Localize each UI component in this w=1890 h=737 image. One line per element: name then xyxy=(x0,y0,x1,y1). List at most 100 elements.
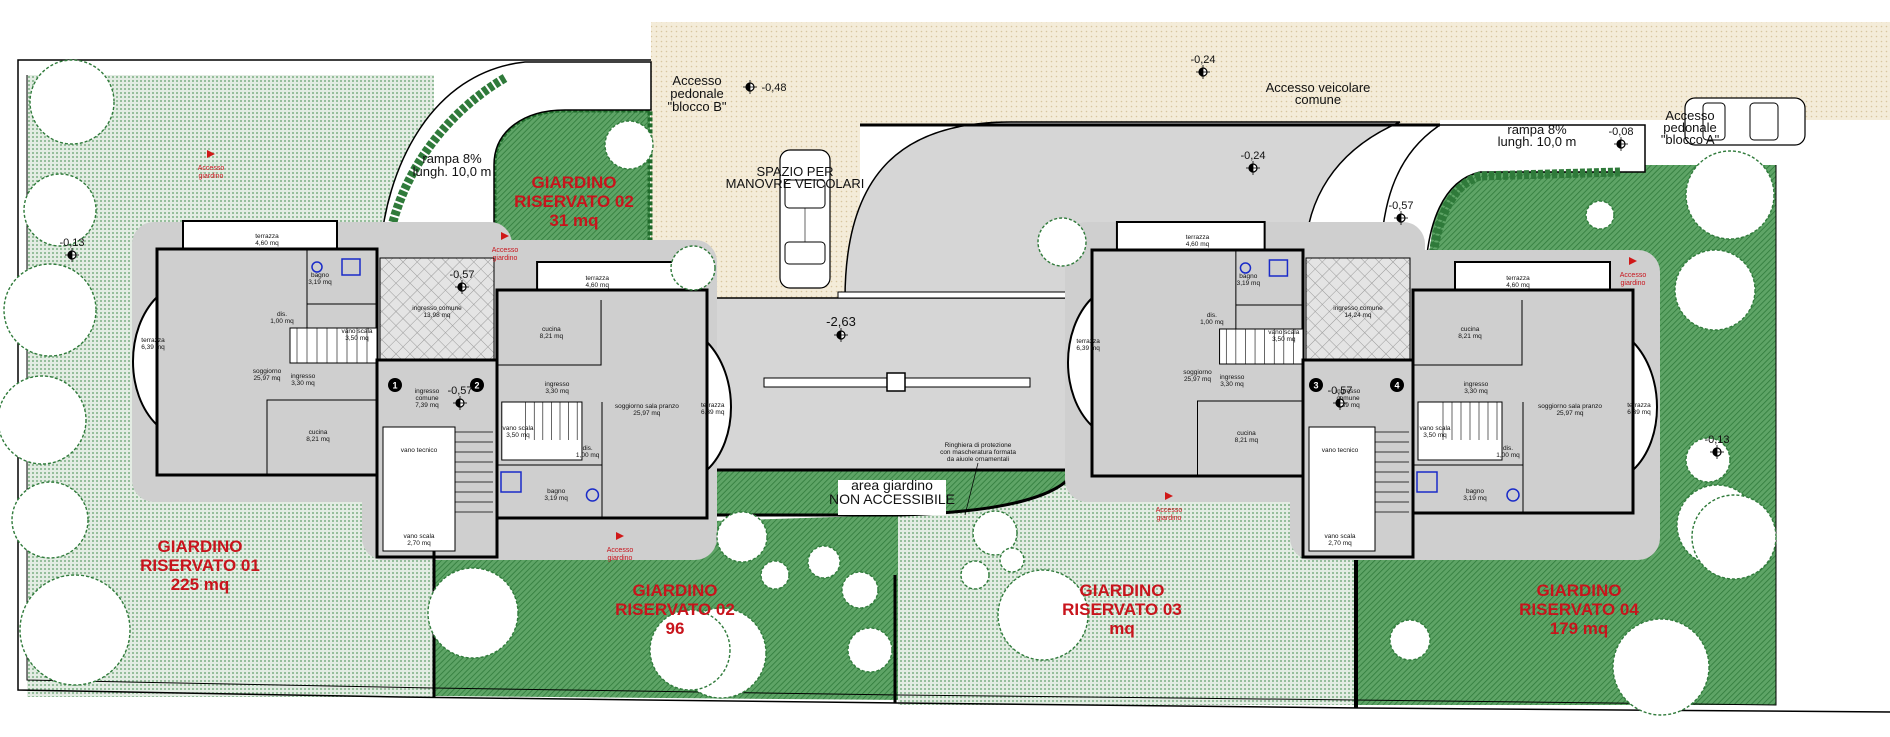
tree-icon xyxy=(807,545,841,579)
tree-icon xyxy=(3,263,97,357)
open-entry-hatched xyxy=(379,257,495,361)
core-label: 13,98 mq xyxy=(423,312,450,319)
tree-icon xyxy=(1389,619,1431,661)
tree-icon xyxy=(847,627,893,673)
room-label: cucina xyxy=(1461,326,1480,333)
car-icon xyxy=(779,149,831,289)
tree-icon xyxy=(1037,217,1087,267)
tree-icon xyxy=(1674,249,1756,331)
stair xyxy=(1219,328,1304,365)
room-label: bagno xyxy=(547,488,565,495)
tree-icon xyxy=(1585,200,1615,230)
room-area: 6,39 mq xyxy=(141,344,165,351)
elevation-marker: -0,13 xyxy=(59,237,85,262)
tree-icon xyxy=(716,511,768,563)
room-label: bagno xyxy=(1466,488,1484,495)
tree-icon xyxy=(760,560,790,590)
non-accessible-label-bg xyxy=(838,480,946,515)
technical-room xyxy=(382,426,456,552)
garden-label-04: GIARDINO RISERVATO 04 179 mq xyxy=(1519,581,1639,638)
room-label: terrazza xyxy=(1186,234,1210,241)
room-label: ingresso xyxy=(1220,374,1245,381)
room-label: soggiorno xyxy=(253,368,282,375)
core-label: comune xyxy=(1336,395,1360,402)
access-a-label: "blocco A" xyxy=(1661,132,1720,147)
tree-icon xyxy=(649,609,731,691)
core-label: 2,70 mq xyxy=(1328,540,1352,547)
stair-number: 2 xyxy=(474,381,479,391)
elevation-marker: -2,63 xyxy=(826,314,856,342)
room-area: 3,50 mq xyxy=(1272,336,1296,343)
garden-02b-area-text: 96 xyxy=(666,619,685,638)
elevation-marker: -0,24 xyxy=(1240,150,1266,175)
garden-01-area-text: 225 mq xyxy=(171,575,230,594)
garden-access-label: giardino xyxy=(1157,515,1182,522)
elevation-value: -0,13 xyxy=(59,237,84,249)
room-area: 3,50 mq xyxy=(506,432,530,439)
room-label: dis. xyxy=(1207,312,1217,319)
room-area: 4,60 mq xyxy=(1186,241,1210,248)
sink-icon xyxy=(311,261,323,273)
vehicle-access-label: comune xyxy=(1295,92,1341,107)
tree-icon xyxy=(1685,150,1775,240)
room-area: 3,19 mq xyxy=(308,279,332,286)
room-label: bagno xyxy=(1239,273,1257,280)
elevation-value: -0,57 xyxy=(449,269,474,281)
stair-number: 4 xyxy=(1394,381,1399,391)
room-area: 8,21 mq xyxy=(1458,333,1482,340)
courtyard-drain-grate xyxy=(763,372,1031,392)
room-label: cucina xyxy=(542,326,561,333)
ramp-right-label: rampa 8% xyxy=(1507,122,1567,137)
railing-note: con mascheratura formata xyxy=(940,449,1016,456)
entry-arrow-icon xyxy=(1629,257,1637,265)
garden-access-label: Accesso xyxy=(1156,507,1183,514)
terrace-top xyxy=(182,220,338,250)
balustrade-top xyxy=(837,291,1079,299)
garden-03-name: RISERVATO 03 xyxy=(1062,600,1182,619)
room-area: 8,21 mq xyxy=(306,436,330,443)
terrace-top xyxy=(1454,261,1611,291)
tree-icon xyxy=(997,569,1089,661)
core-label: 2,70 mq xyxy=(407,540,431,547)
room-area: 3,50 mq xyxy=(1423,432,1447,439)
room-label: soggiorno sala pranzo xyxy=(1538,403,1602,410)
tree-icon xyxy=(427,567,519,659)
room-label: soggiorno xyxy=(1183,369,1212,376)
room-label: terrazza xyxy=(1506,275,1530,282)
garden-label-02: GIARDINO RISERVATO 02 31 mq xyxy=(514,173,634,230)
room-label: dis. xyxy=(583,445,593,452)
tree-icon xyxy=(1691,494,1777,580)
room-area: 25,97 mq xyxy=(1184,376,1211,383)
ramp-left-label: lungh. 10,0 m xyxy=(413,164,492,179)
garden-02b-title: GIARDINO xyxy=(633,581,718,600)
stair-number: 3 xyxy=(1313,381,1318,391)
property-boundary xyxy=(17,59,1890,713)
room-area: 4,60 mq xyxy=(255,240,279,247)
room-area: 1,00 mq xyxy=(576,452,600,459)
elevation-value: -0,08 xyxy=(1608,126,1633,138)
garden-label-01: GIARDINO RISERVATO 01 225 mq xyxy=(140,537,260,594)
access-b-label: Accesso xyxy=(672,73,721,88)
garden-access-label: Accesso xyxy=(1620,272,1647,279)
garden-label-02b: GIARDINO RISERVATO 02 96 xyxy=(615,581,735,638)
vehicle-access-label: Accesso veicolare xyxy=(1266,80,1371,95)
terrace-top xyxy=(536,261,687,291)
core-label: vano scala xyxy=(1324,533,1355,540)
room-area: 25,97 mq xyxy=(633,410,660,417)
bow-terrace xyxy=(706,339,732,473)
elevation-marker: -0,13 xyxy=(1704,434,1730,459)
tree-icon xyxy=(604,120,654,170)
room-area: 3,30 mq xyxy=(291,380,315,387)
stair-number: 1 xyxy=(392,381,397,391)
room-area: 4,60 mq xyxy=(585,282,609,289)
trees-layer xyxy=(0,59,1775,686)
non-accessible-label: area giardino xyxy=(851,477,933,493)
room-area: 6,39 mq xyxy=(1076,345,1100,352)
sink-icon xyxy=(585,488,600,502)
bow-terrace xyxy=(1067,295,1093,429)
elevation-value: -0,48 xyxy=(761,82,786,94)
stair-number-badge xyxy=(1309,378,1323,392)
